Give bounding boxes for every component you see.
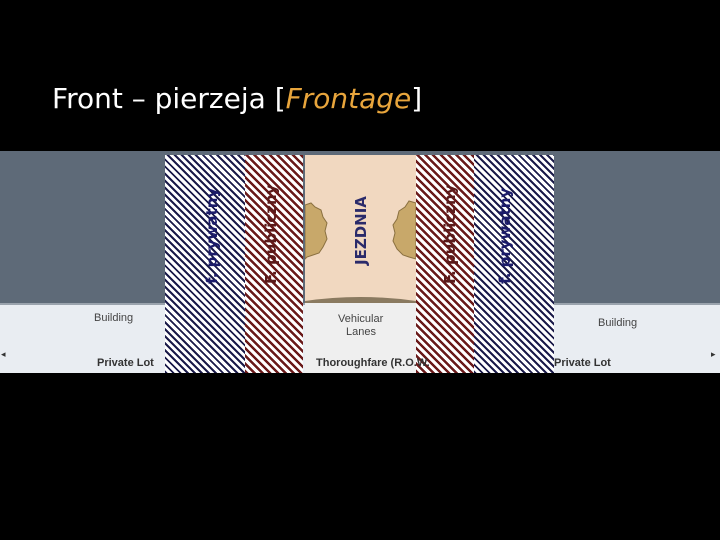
- title-highlight: Frontage: [285, 82, 412, 115]
- right-tree-shape: [392, 200, 417, 260]
- tree-shapes: [304, 200, 417, 307]
- left-building-label: Building: [94, 312, 134, 324]
- right-building-label: Building: [598, 317, 638, 329]
- frontage-diagram: f. prywatny F. publiczny JEZDNIA F. publ…: [0, 151, 720, 373]
- page-title: Front – pierzeja [Frontage]: [52, 82, 422, 115]
- thoroughfare-label: Thoroughfare (R.O.W.: [316, 357, 430, 369]
- road-surface: [305, 297, 416, 307]
- title-bracket-open: [: [274, 82, 286, 115]
- left-public-frontage: [245, 155, 303, 373]
- right-private-label: f. prywatny: [496, 187, 514, 284]
- left-private-label: f. prywatny: [203, 187, 221, 284]
- road-lower: [305, 303, 416, 373]
- left-lot-label: Private Lot: [97, 357, 154, 369]
- right-public-label: F. publiczny: [441, 184, 459, 284]
- right-arrow-icon: ▸: [711, 349, 716, 359]
- left-public-label: F. publiczny: [262, 184, 280, 284]
- title-bracket-close: ]: [411, 82, 423, 115]
- right-private-frontage: [474, 155, 554, 373]
- right-public-frontage: [416, 155, 474, 373]
- left-arrow-icon: ◂: [1, 349, 6, 359]
- left-tree-shape: [304, 202, 328, 261]
- road-lanes-top: Vehicular: [338, 313, 384, 325]
- title-main: Front – pierzeja: [52, 82, 266, 115]
- road-lanes-bottom: Lanes: [346, 326, 376, 338]
- road-label: JEZDNIA: [352, 196, 370, 265]
- right-lot-label: Private Lot: [554, 357, 611, 369]
- left-private-frontage: [165, 155, 245, 373]
